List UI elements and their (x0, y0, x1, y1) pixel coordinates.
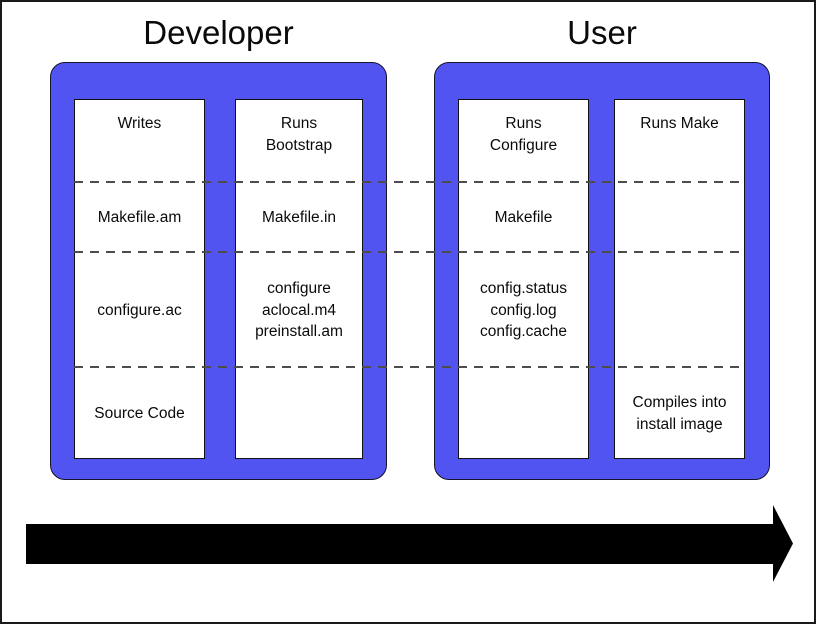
dashed-separator-1 (74, 181, 745, 183)
cell-empty (236, 368, 362, 460)
cell-configure-outputs: configure aclocal.m4 preinstall.am (255, 279, 343, 341)
section-title-user: User (567, 14, 637, 51)
cell-empty (459, 368, 588, 460)
dashed-separator-2 (74, 251, 745, 253)
flow-arrow-icon (26, 505, 793, 582)
cell-runs-make: Runs Make (640, 115, 719, 132)
cell-runs-configure: Runs Configure (489, 115, 558, 154)
column-user-make: Runs Make Compiles into install image (614, 99, 745, 459)
cell-writes: Writes (117, 115, 162, 132)
cell-empty (615, 253, 744, 368)
cell-runs-bootstrap: Runs Bootstrap (265, 115, 333, 154)
dashed-separator-3 (74, 366, 745, 368)
section-title-developer: Developer (143, 14, 294, 51)
cell-configure-ac: configure.ac (97, 301, 182, 319)
cell-config-outputs: config.status config.log config.cache (479, 279, 568, 341)
cell-makefile-in: Makefile.in (261, 209, 337, 227)
column-user-configure: Runs Configure Makefile config.status co… (458, 99, 589, 459)
column-developer-writes: Writes Makefile.am configure.ac Source C… (74, 99, 205, 459)
cell-empty (615, 183, 744, 253)
cell-makefile: Makefile (494, 209, 553, 227)
cell-makefile-am: Makefile.am (97, 209, 182, 227)
cell-source-code: Source Code (94, 405, 185, 423)
cell-compiles-into: Compiles into install image (632, 394, 727, 433)
column-developer-bootstrap: Runs Bootstrap Makefile.in configure acl… (235, 99, 363, 459)
